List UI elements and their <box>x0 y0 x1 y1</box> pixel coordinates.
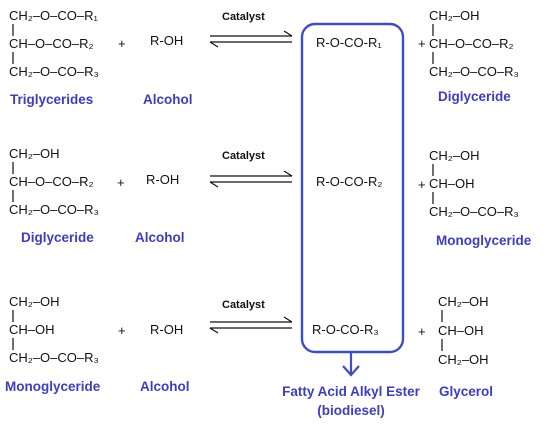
product-1-line-1: CH₂–OH <box>429 8 480 23</box>
product-3-structure: CH₂–OH CH–OH CH₂–OH <box>438 294 489 367</box>
reaction-3: CH₂–OH CH–OH CH₂–O–CO–R₃ Monoglyceride +… <box>5 294 493 399</box>
ester-products-box <box>300 22 405 354</box>
alcohol-3-formula: R-OH <box>150 322 183 337</box>
alcohol-2-formula: R-OH <box>146 172 179 187</box>
alcohol-1-formula: R-OH <box>150 33 183 48</box>
product-2-line-1: CH₂–OH <box>429 148 480 163</box>
reaction-1: CH₂–O–CO–R₁ CH–O–CO–R₂ CH₂–O–CO–R₃ Trigl… <box>9 8 519 107</box>
ester-1-formula: R-O-CO-R₁ <box>316 35 382 50</box>
catalyst-2-label: Catalyst <box>222 150 265 162</box>
alcohol-2-label: Alcohol <box>135 230 185 245</box>
product-1-line-2: CH–O–CO–R₂ <box>429 36 514 51</box>
ester-label-line-1: Fatty Acid Alkyl Ester <box>282 384 421 399</box>
reactant-1-structure: CH₂–O–CO–R₁ CH–O–CO–R₂ CH₂–O–CO–R₃ <box>9 8 99 79</box>
reactant-3-line-2: CH–OH <box>9 322 55 337</box>
product-1-structure: CH₂–OH CH–O–CO–R₂ CH₂–O–CO–R₃ <box>429 8 519 79</box>
down-arrow-icon <box>342 352 360 377</box>
product-2-line-3: CH₂–O–CO–R₃ <box>429 204 519 219</box>
reactant-1-label: Triglycerides <box>10 92 93 107</box>
reactant-3-line-1: CH₂–OH <box>9 294 60 309</box>
plus-sign: + <box>118 36 126 51</box>
reactant-1-line-3: CH₂–O–CO–R₃ <box>9 64 99 79</box>
plus-sign: + <box>418 36 426 51</box>
product-2-structure: CH₂–OH CH–OH CH₂–O–CO–R₃ <box>429 148 519 219</box>
alcohol-3-label: Alcohol <box>140 379 190 394</box>
product-3-line-3: CH₂–OH <box>438 352 489 367</box>
alcohol-1-label: Alcohol <box>143 92 193 107</box>
catalyst-1-label: Catalyst <box>222 11 265 23</box>
reactant-2-line-1: CH₂–OH <box>9 146 60 161</box>
catalyst-3-label: Catalyst <box>222 299 265 311</box>
reactant-1-line-1: CH₂–O–CO–R₁ <box>9 8 99 23</box>
plus-sign: + <box>418 177 426 192</box>
equilibrium-arrow-1 <box>209 30 293 48</box>
reaction-2: CH₂–OH CH–O–CO–R₂ CH₂–O–CO–R₃ Diglycerid… <box>9 146 532 248</box>
reactant-2-line-3: CH₂–O–CO–R₃ <box>9 202 99 217</box>
plus-sign: + <box>118 323 126 338</box>
reactant-3-label: Monoglyceride <box>5 379 101 394</box>
ester-2-formula: R-O-CO-R₂ <box>316 174 382 189</box>
product-1-line-3: CH₂–O–CO–R₃ <box>429 64 519 79</box>
ester-label-line-2: (biodiesel) <box>317 403 385 418</box>
reactant-3-line-3: CH₂–O–CO–R₃ <box>9 350 99 365</box>
product-3-line-2: CH–OH <box>438 323 484 338</box>
reactant-3-structure: CH₂–OH CH–OH CH₂–O–CO–R₃ <box>9 294 99 365</box>
product-1-label: Diglyceride <box>438 89 511 104</box>
reactant-1-line-2: CH–O–CO–R₂ <box>9 36 94 51</box>
reactant-2-line-2: CH–O–CO–R₂ <box>9 174 94 189</box>
ester-3-formula: R-O-CO-R₃ <box>312 322 379 337</box>
product-3-label: Glycerol <box>439 384 493 399</box>
equilibrium-arrow-2 <box>209 170 293 188</box>
reactant-2-structure: CH₂–OH CH–O–CO–R₂ CH₂–O–CO–R₃ <box>9 146 99 217</box>
plus-sign: + <box>117 175 125 190</box>
reactant-2-label: Diglyceride <box>21 230 94 245</box>
equilibrium-arrow-3 <box>209 316 293 334</box>
product-2-label: Monoglyceride <box>436 233 532 248</box>
product-2-line-2: CH–OH <box>429 176 475 191</box>
plus-sign: + <box>418 324 426 339</box>
product-3-line-1: CH₂–OH <box>438 294 489 309</box>
